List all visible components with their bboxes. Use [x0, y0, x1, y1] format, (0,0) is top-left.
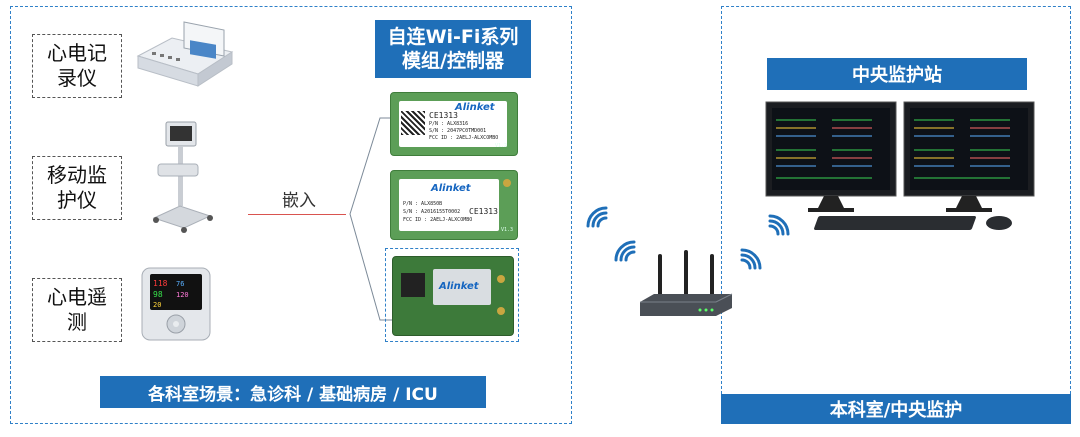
station-title-banner: 中央监护站 [767, 58, 1027, 90]
module-2-label-sticker [399, 179, 499, 231]
module-1-mark: CE1313 [429, 111, 458, 120]
ecg-recorder-icon [132, 12, 238, 98]
wifi-signal-icon [768, 214, 790, 236]
module-1-line-2: S/N : 2047PC0TMD001 [429, 128, 487, 134]
svg-text:118: 118 [153, 279, 168, 288]
module-1-line-3: FCC ID : 2AELJ-ALXCOMBO [429, 135, 499, 141]
mouse-icon [986, 216, 1012, 230]
antenna-connector-icon [497, 307, 505, 315]
scenario-banner: 各科室场景：急诊科 / 基础病房 / ICU [100, 376, 486, 408]
antenna-connector-icon [503, 179, 511, 187]
svg-text:98: 98 [153, 290, 163, 299]
device-label-ecg-telemetry: 心电遥 测 [32, 278, 122, 342]
device-label-mobile-monitor: 移动监 护仪 [32, 156, 122, 220]
router-icon [640, 250, 733, 316]
module-2-line-3: FCC ID : 2AELJ-ALXCOMBO [403, 217, 473, 223]
wifi-module-3-frame [385, 248, 519, 342]
left-scenario-region [10, 6, 572, 424]
module-2-mark: CE1313 [469, 207, 498, 216]
embed-connector-line [248, 214, 346, 215]
module-2-brand: Alinket [431, 183, 471, 194]
module-3-shield [433, 269, 491, 305]
wifi-signal-icon [614, 240, 636, 262]
mobile-monitor-icon [148, 120, 218, 236]
central-monitor-icon [765, 101, 1035, 212]
module-2-version: V1.3 [501, 227, 514, 233]
module-2-line-1: P/N : ALX850B [403, 201, 443, 207]
module-3-chip [401, 273, 425, 297]
wifi-signal-icon [740, 248, 762, 270]
svg-text:76: 76 [176, 280, 184, 288]
wifi-module-2: Alinket P/N : ALX850B S/N : A2016155T000… [390, 170, 518, 240]
module-1-version: V1.2 [495, 143, 508, 149]
antenna-connector-icon [497, 275, 505, 283]
embed-label: 嵌入 [282, 191, 316, 211]
ecg-telemetry-icon: 118 98 20 76 120 [138, 266, 214, 342]
wifi-module-3: Alinket [392, 256, 514, 336]
module-1-line-1: P/N : ALX8316 [429, 121, 469, 127]
module-bracket [349, 117, 398, 321]
wifi-signal-icon [586, 206, 608, 228]
wifi-module-1: Alinket CE1313 P/N : ALX8316 S/N : 2047P… [390, 92, 518, 156]
modules-title-banner: 自连Wi-Fi系列 模组/控制器 [375, 20, 531, 78]
module-3-brand: Alinket [439, 281, 479, 292]
keyboard-icon [813, 216, 977, 230]
qr-code-icon [401, 111, 425, 135]
module-1-brand: Alinket [455, 102, 495, 113]
module-2-line-2: S/N : A2016155T0002 [403, 209, 461, 215]
svg-text:20: 20 [153, 301, 161, 309]
device-label-ecg-recorder: 心电记 录仪 [32, 34, 122, 98]
bottom-station-banner: 本科室/中央监护 [721, 394, 1071, 424]
svg-text:120: 120 [176, 291, 189, 299]
